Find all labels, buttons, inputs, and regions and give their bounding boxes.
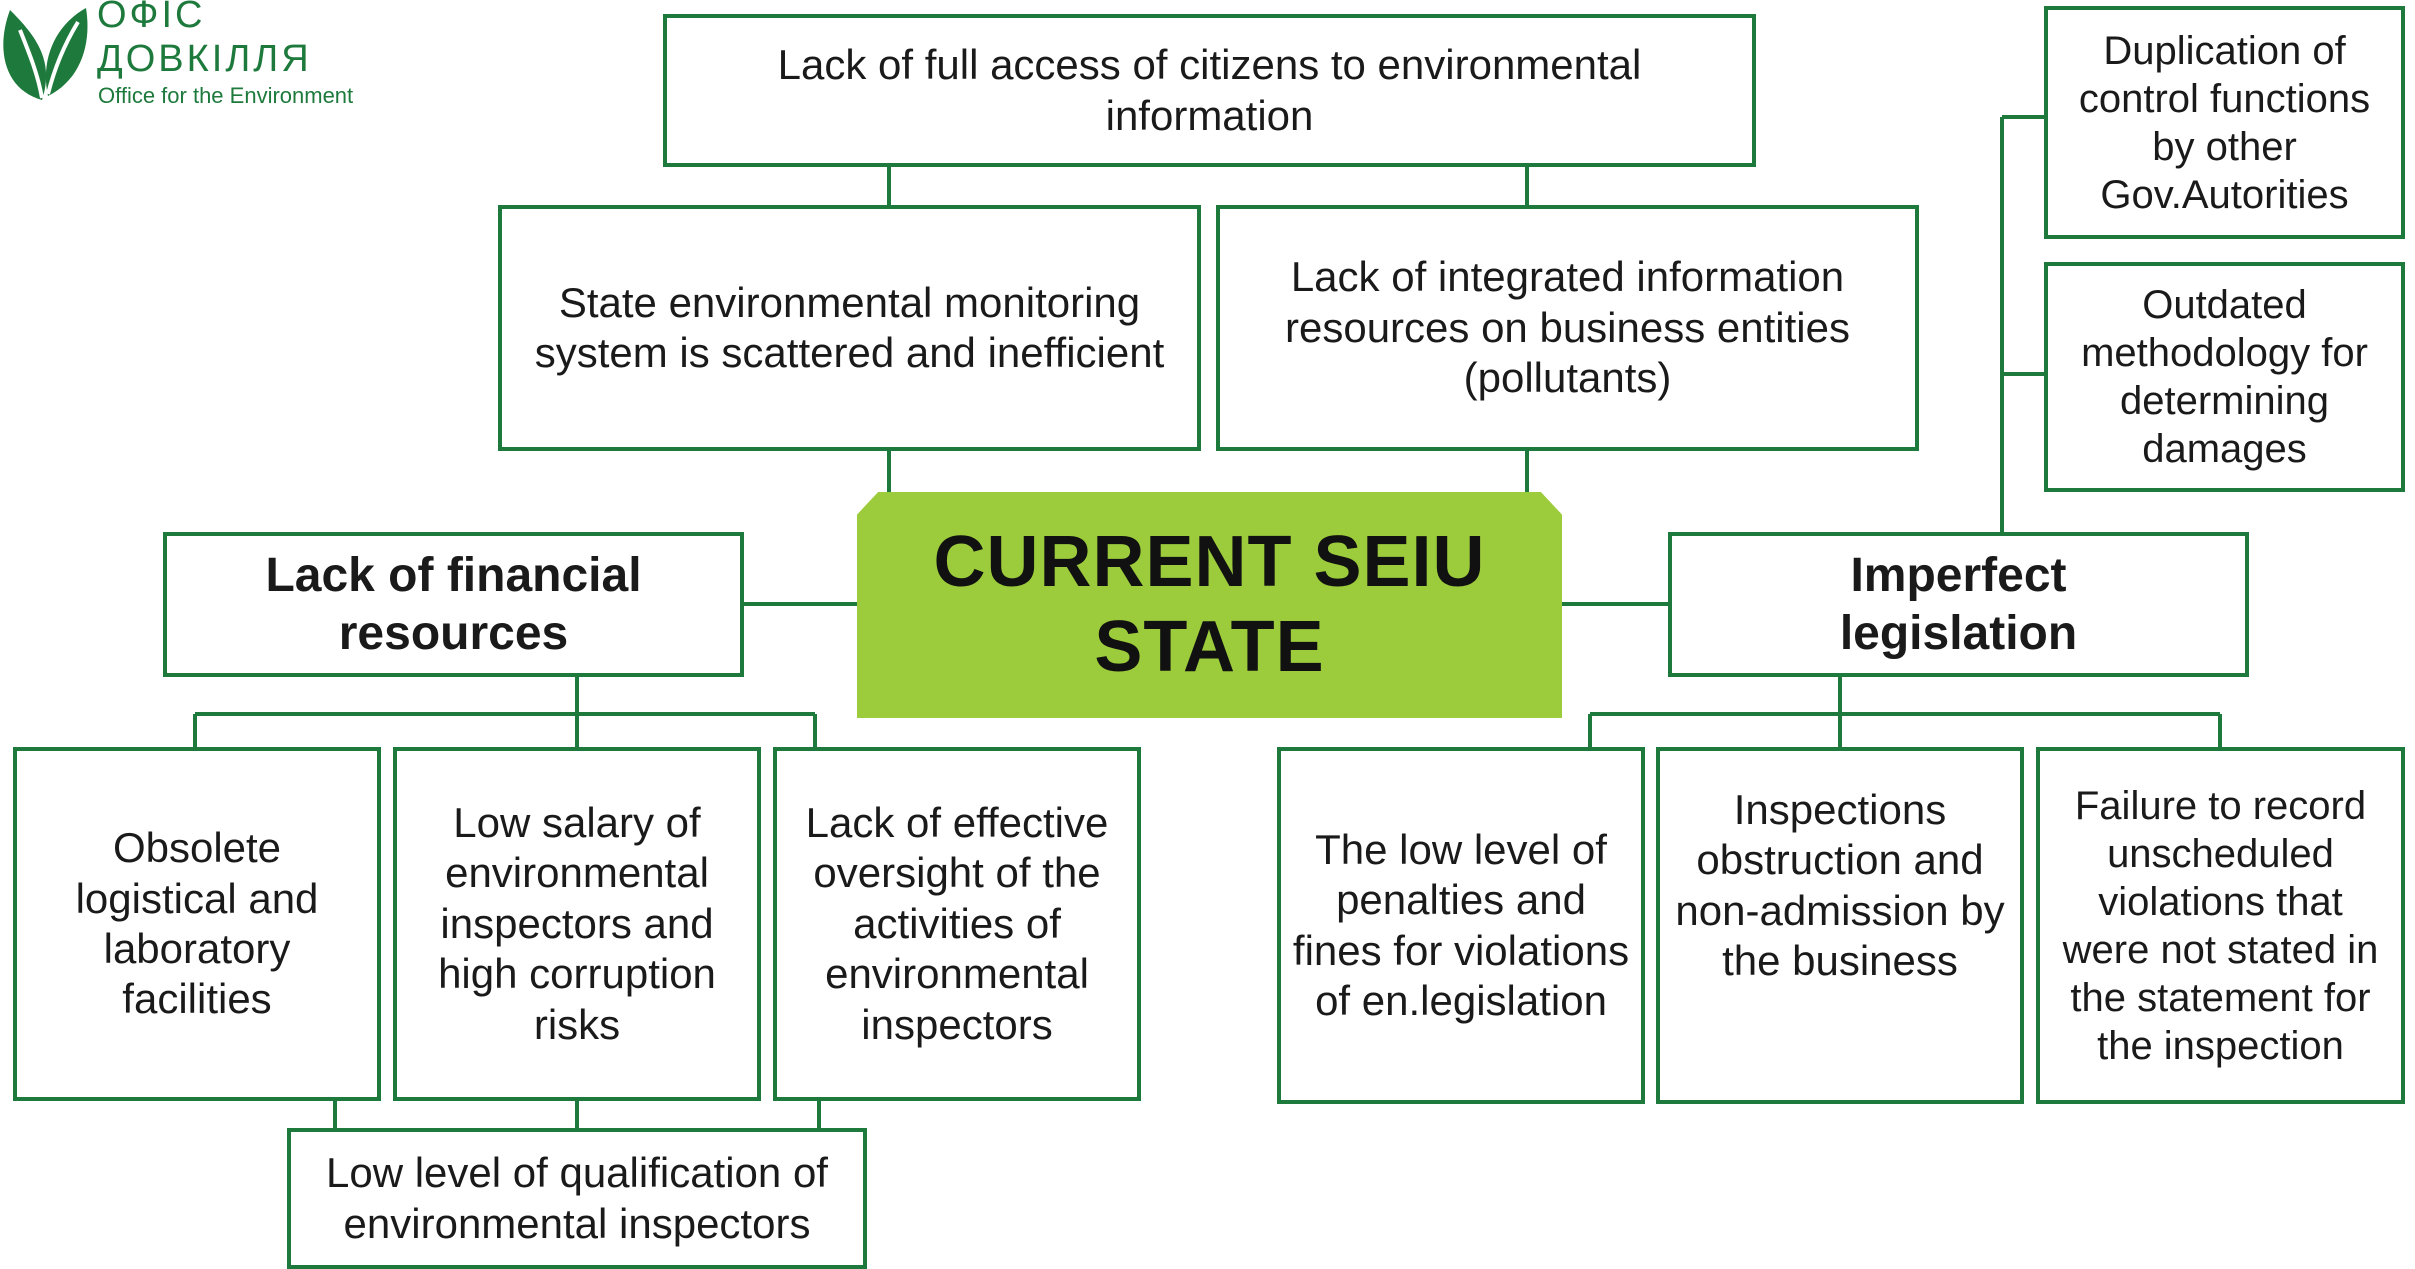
monitoring-system-label: State environmental monitoring system is… bbox=[534, 278, 1165, 376]
obsolete-facilities-label: Obsolete logistical and laboratory facil… bbox=[75, 824, 319, 1023]
financial-resources-box: Lack of financial resources bbox=[163, 532, 744, 677]
low-penalties-label: The low level of penalties and fines for… bbox=[1292, 825, 1630, 1024]
imperfect-legislation-box: Imperfect legislation bbox=[1668, 532, 2249, 677]
low-salary-label: Low salary of environmental inspectors a… bbox=[438, 799, 716, 1048]
inspections-obstruction-box: Inspections obstruction and non-admissio… bbox=[1656, 747, 2024, 1104]
imperfect-legislation-label: Imperfect legislation bbox=[1839, 548, 2078, 660]
failure-record-label: Failure to record unscheduled violations… bbox=[2062, 783, 2379, 1068]
current-state-center-node: CURRENT SEIU STATE bbox=[857, 492, 1562, 718]
integrated-resources-label: Lack of integrated information resources… bbox=[1285, 253, 1850, 402]
lack-oversight-box: Lack of effective oversight of the activ… bbox=[773, 747, 1141, 1101]
current-state-label: CURRENT SEIU STATE bbox=[933, 522, 1486, 687]
outdated-methodology-label: Outdated methodology for determining dam… bbox=[2081, 283, 2368, 471]
lack-oversight-label: Lack of effective oversight of the activ… bbox=[805, 799, 1109, 1048]
low-qualification-box: Low level of qualification of environmen… bbox=[287, 1128, 867, 1269]
low-salary-box: Low salary of environmental inspectors a… bbox=[393, 747, 761, 1101]
inspections-obstruction-label: Inspections obstruction and non-admissio… bbox=[1675, 785, 2005, 984]
low-penalties-box: The low level of penalties and fines for… bbox=[1277, 747, 1645, 1104]
obsolete-facilities-box: Obsolete logistical and laboratory facil… bbox=[13, 747, 381, 1101]
low-qualification-label: Low level of qualification of environmen… bbox=[326, 1149, 828, 1247]
duplication-functions-box: Duplication of control functions by othe… bbox=[2044, 6, 2405, 239]
failure-record-box: Failure to record unscheduled violations… bbox=[2036, 747, 2405, 1104]
leaf-logo-icon bbox=[3, 8, 88, 100]
outdated-methodology-box: Outdated methodology for determining dam… bbox=[2044, 262, 2405, 492]
financial-resources-label: Lack of financial resources bbox=[265, 548, 642, 660]
logo-title-line2: ДОВКІЛЛЯ bbox=[97, 38, 312, 80]
logo-title-line1: ОФІС bbox=[97, 0, 206, 36]
office-environment-logo: ОФІС ДОВКІЛЛЯ Office for the Environment bbox=[0, 0, 420, 120]
access-information-box: Lack of full access of citizens to envir… bbox=[663, 14, 1756, 167]
access-information-label: Lack of full access of citizens to envir… bbox=[777, 41, 1642, 139]
logo-subtitle: Office for the Environment bbox=[98, 83, 354, 108]
integrated-resources-box: Lack of integrated information resources… bbox=[1216, 205, 1919, 451]
monitoring-system-box: State environmental monitoring system is… bbox=[498, 205, 1201, 451]
duplication-functions-label: Duplication of control functions by othe… bbox=[2078, 28, 2371, 217]
